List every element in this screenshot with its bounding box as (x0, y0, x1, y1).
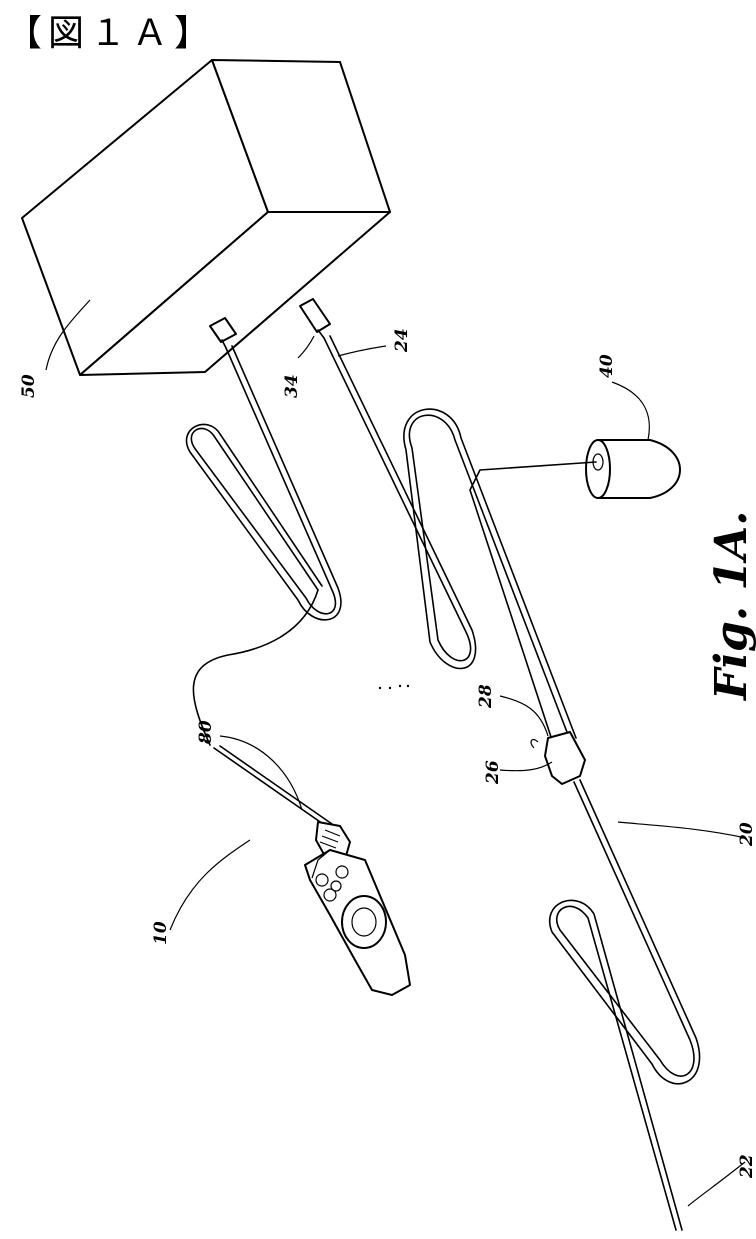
connector-34 (300, 299, 330, 338)
console-box-50 (22, 60, 390, 375)
ref-label-80: 80 (196, 720, 216, 745)
hub-26 (531, 732, 585, 784)
line-24 (324, 336, 576, 740)
ref-26: 26 (483, 760, 503, 785)
ref-label-34: 34 (282, 374, 302, 398)
ref-label-20: 20 (737, 822, 756, 847)
catheter-20 (550, 780, 700, 1230)
cup-40 (470, 440, 680, 740)
ref-label-22: 22 (737, 1154, 756, 1179)
ref-label-24: 24 (392, 328, 412, 353)
caption-group: Fig. 1A. (706, 511, 756, 702)
ref-34: 34 (282, 374, 302, 398)
ref-22: 22 (737, 1154, 756, 1179)
ref-label-26: 26 (483, 760, 503, 785)
ref-40: 40 (597, 354, 617, 378)
ref-20: 20 (737, 822, 756, 847)
ref-label-40: 40 (597, 354, 617, 378)
cable-80 (187, 346, 341, 826)
ref-label-28: 28 (476, 684, 496, 709)
leader-lines (46, 300, 746, 1206)
ref-label-50: 50 (19, 374, 39, 398)
ref-50: 50 (19, 374, 39, 398)
ref-10: 10 (151, 921, 171, 945)
handle-device-10 (305, 822, 410, 995)
figure-caption: Fig. 1A. (706, 511, 756, 702)
ref-80: 80 (196, 720, 216, 745)
ref-28: 28 (476, 684, 496, 709)
stray-dots (379, 685, 409, 689)
ref-label-10: 10 (151, 921, 171, 945)
ref-24: 24 (392, 328, 412, 353)
